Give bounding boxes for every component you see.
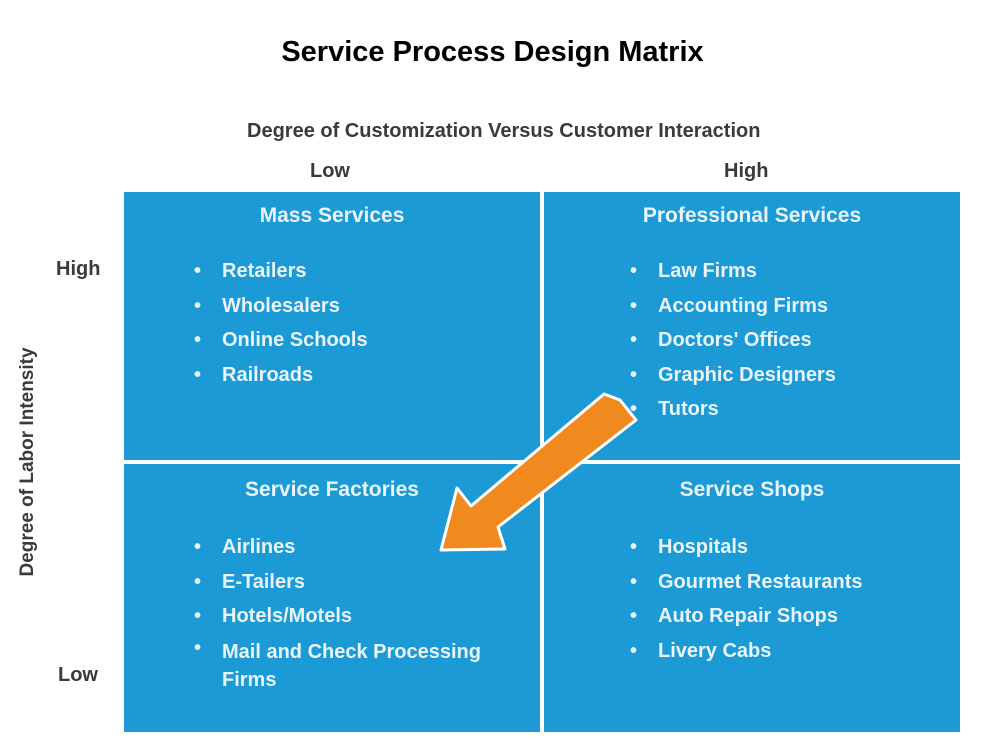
matrix-grid: Mass Services Retailers Wholesalers Onli… — [124, 192, 960, 732]
page-title: Service Process Design Matrix — [281, 36, 704, 68]
list-item: Mail and Check Processing Firms — [194, 634, 512, 694]
list-item: E-Tailers — [194, 565, 512, 600]
list-item: Tutors — [630, 392, 948, 427]
y-axis-low-label: Low — [58, 664, 98, 686]
list-item: Online Schools — [194, 323, 512, 358]
x-axis-title: Degree of Customization Versus Customer … — [247, 120, 761, 142]
quadrant-title: Mass Services — [259, 204, 405, 227]
list-item: Hotels/Motels — [194, 599, 512, 634]
list-item: Hospitals — [630, 530, 948, 565]
y-axis-high-label: High — [56, 258, 101, 280]
quadrant-title: Professional Services — [642, 204, 862, 227]
quadrant-service-factories: Service Factories Airlines E-Tailers Hot… — [124, 464, 540, 732]
list-item: Accounting Firms — [630, 289, 948, 324]
quadrant-list: Airlines E-Tailers Hotels/Motels Mail an… — [194, 530, 512, 694]
list-item: Livery Cabs — [630, 634, 948, 669]
list-item: Law Firms — [630, 254, 948, 289]
list-item: Retailers — [194, 254, 512, 289]
quadrant-professional-services: Professional Services Law Firms Accounti… — [544, 192, 960, 460]
x-axis-low-label: Low — [310, 160, 350, 182]
quadrant-mass-services: Mass Services Retailers Wholesalers Onli… — [124, 192, 540, 460]
quadrant-list: Law Firms Accounting Firms Doctors' Offi… — [630, 254, 948, 427]
list-item: Airlines — [194, 530, 512, 565]
list-item: Auto Repair Shops — [630, 599, 948, 634]
quadrant-list: Retailers Wholesalers Online Schools Rai… — [194, 254, 512, 392]
y-axis-title: Degree of Labor Intensity — [17, 347, 38, 577]
list-item: Wholesalers — [194, 289, 512, 324]
list-item: Doctors' Offices — [630, 323, 948, 358]
quadrant-title: Service Factories — [245, 478, 419, 501]
x-axis-high-label: High — [724, 160, 769, 182]
quadrant-title: Service Shops — [679, 478, 825, 501]
list-item: Gourmet Restaurants — [630, 565, 948, 600]
quadrant-list: Hospitals Gourmet Restaurants Auto Repai… — [630, 530, 948, 668]
list-item: Railroads — [194, 358, 512, 393]
quadrant-service-shops: Service Shops Hospitals Gourmet Restaura… — [544, 464, 960, 732]
list-item: Graphic Designers — [630, 358, 948, 393]
